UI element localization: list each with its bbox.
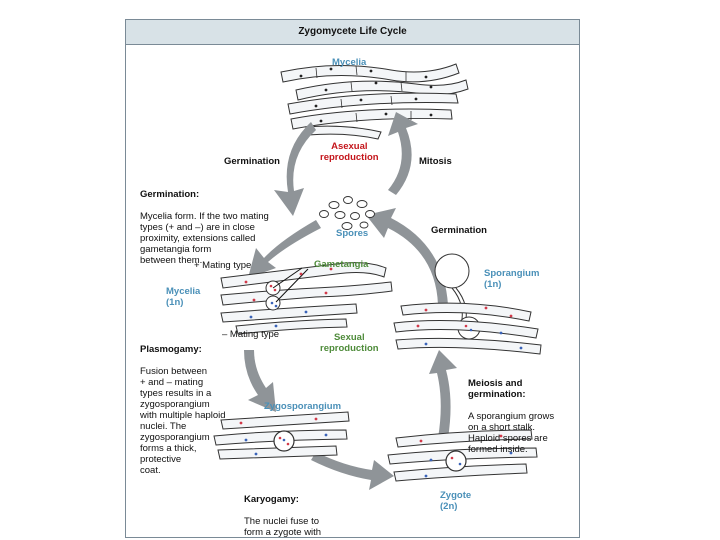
zygosporangium-hyphae — [213, 411, 350, 460]
note-plasmogamy-body: Fusion between + and – mating types resu… — [140, 366, 226, 476]
arrow-meiosis-up — [429, 350, 457, 438]
spores-cluster — [319, 196, 375, 230]
diagram-frame: Zygomycete Life Cycle — [125, 19, 580, 538]
arrow-mitosis-up — [388, 112, 418, 195]
note-germination: Germination: Mycelia form. If the two ma… — [140, 178, 269, 266]
note-germination-heading: Germination: — [140, 189, 200, 200]
label-zygosporangium: Zygosporangium — [264, 401, 342, 412]
note-karyogamy-heading: Karyogamy: — [244, 494, 299, 505]
diagram-title: Zygomycete Life Cycle — [126, 20, 579, 45]
note-germination-body: Mycelia form. If the two mating types (+… — [140, 211, 269, 266]
arrow-karyogamy-right — [311, 452, 394, 490]
asexual-cycle-arrows — [248, 112, 448, 305]
arrow-germination-to-mating — [248, 220, 321, 278]
label-germination-right: Germination — [431, 225, 487, 236]
note-meiosis: Meiosis and germination: A sporangium gr… — [468, 367, 554, 455]
label-mycelia-top: Mycelia — [332, 57, 367, 68]
label-plus-mating-type: + Mating type — [194, 260, 252, 271]
arrow-plasmogamy-down — [244, 350, 276, 412]
note-meiosis-body: A sporangium grows on a short stalk. Hap… — [468, 411, 555, 455]
label-mycelia-1n: Mycelia (1n) — [166, 286, 201, 308]
label-asexual-reproduction: Asexual reproduction — [320, 141, 379, 163]
life-cycle-artwork — [213, 63, 542, 490]
label-zygote-2n: Zygote (2n) — [440, 490, 472, 512]
arrow-germination-from-sporangium — [366, 208, 448, 305]
mycelia-top-hyphae — [280, 63, 469, 140]
sexual-cycle-arrows — [244, 350, 457, 490]
label-minus-mating-type: – Mating type — [222, 329, 280, 340]
note-plasmogamy-heading: Plasmogamy: — [140, 344, 202, 355]
label-sporangium-1n: Sporangium (1n) — [484, 268, 540, 290]
label-mitosis: Mitosis — [419, 156, 452, 167]
label-spores: Spores — [336, 228, 369, 239]
label-germination-left: Germination — [224, 156, 280, 167]
note-karyogamy: Karyogamy: The nuclei fuse to form a zyg… — [244, 483, 337, 538]
zygote-hyphae — [387, 429, 538, 482]
note-plasmogamy: Plasmogamy: Fusion between + and – matin… — [140, 333, 226, 476]
arrow-germination-down — [274, 122, 316, 216]
note-karyogamy-body: The nuclei fuse to form a zygote with mu… — [244, 516, 322, 538]
label-gametangia: Gametangia — [314, 259, 369, 270]
note-meiosis-heading: Meiosis and germination: — [468, 378, 526, 400]
label-sexual-reproduction: Sexual reproduction — [320, 332, 379, 354]
mating-hyphae — [220, 262, 393, 335]
sporangium-hyphae — [393, 253, 542, 355]
